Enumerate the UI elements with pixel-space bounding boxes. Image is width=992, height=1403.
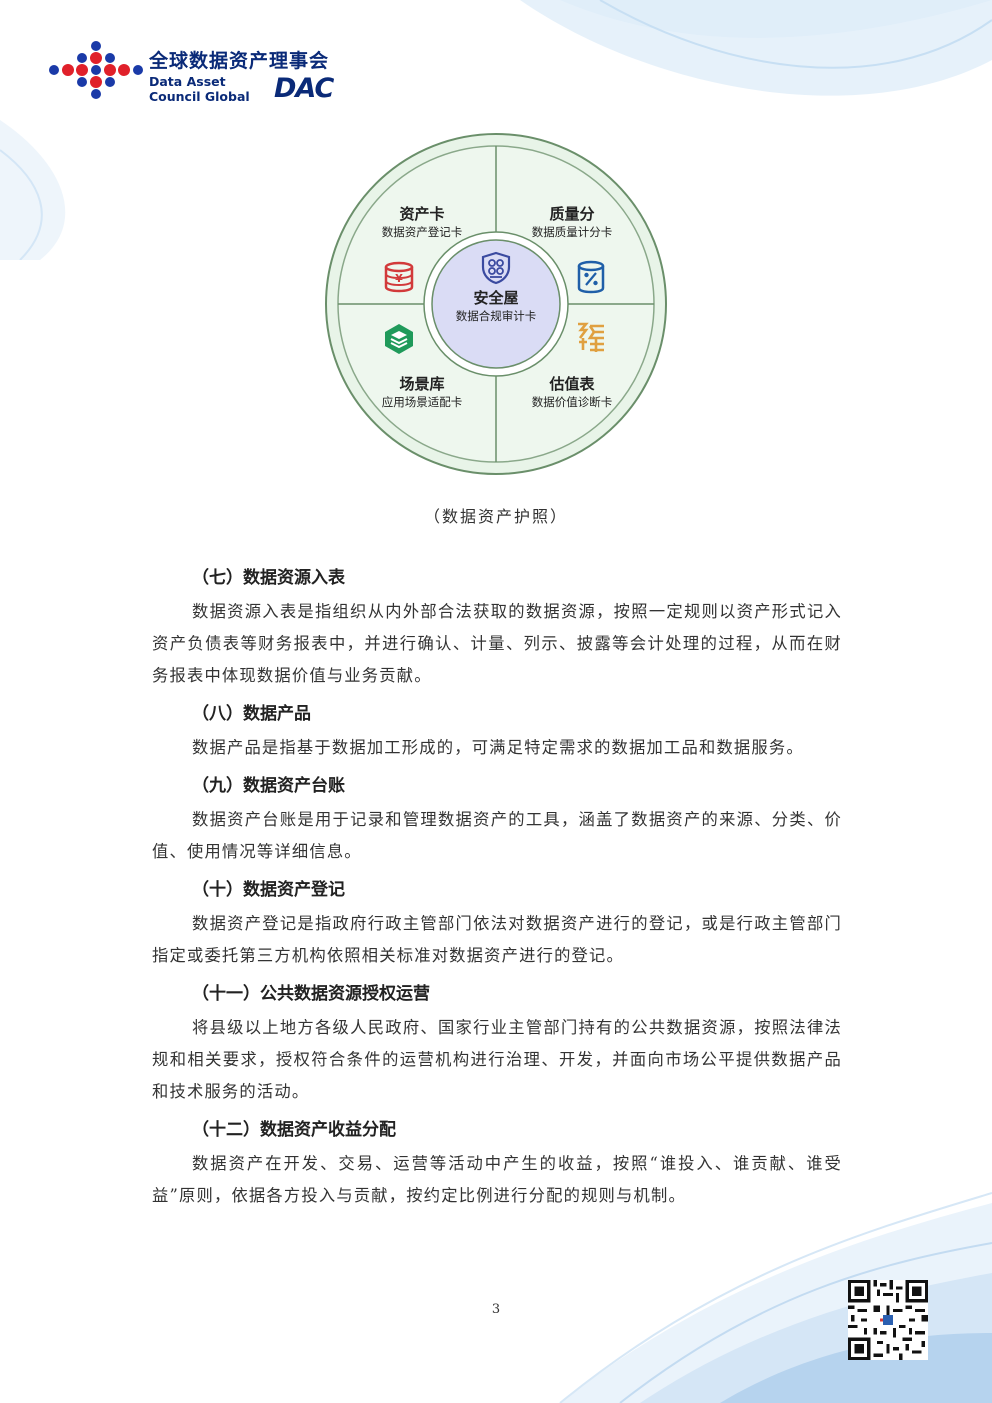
section-heading: （八）数据产品: [192, 704, 311, 724]
quadrant-title: 资产卡: [399, 205, 445, 223]
quadrant-valuation-table: 估值表 数据价值诊断卡: [512, 374, 632, 410]
section-10: （十）数据资产登记 数据资产登记是指政府行政主管部门依法对数据资产进行的登记，或…: [152, 872, 842, 972]
section-paragraph: 数据资产在开发、交易、运营等活动中产生的收益，按照“谁投入、谁贡献、谁受益”原则…: [152, 1154, 842, 1205]
quadrant-asset-card: 资产卡 数据资产登记卡: [362, 204, 482, 240]
quadrant-title: 质量分: [549, 205, 595, 223]
org-abbr: DAC: [274, 73, 334, 104]
section-8: （八）数据产品 数据产品是指基于数据加工形成的，可满足特定需求的数据加工品和数据…: [152, 696, 842, 764]
data-asset-passport-diagram: 资产卡 数据资产登记卡 质量分 数据质量计分卡 场景库 应用场景适配卡 估值表 …: [308, 132, 684, 494]
org-name-en: Data Asset Council Global: [149, 74, 250, 104]
page-number: 3: [491, 1302, 501, 1317]
header: 全球数据资产理事会 Data Asset Council Global DAC: [48, 40, 368, 110]
section-paragraph: 将县级以上地方各级人民政府、国家行业主管部门持有的公共数据资源，按照法律法规和相…: [152, 1018, 842, 1101]
section-9: （九）数据资产台账 数据资产台账是用于记录和管理数据资产的工具，涵盖了数据资产的…: [152, 768, 842, 868]
section-heading: （十一）公共数据资源授权运营: [192, 984, 430, 1004]
section-heading: （七）数据资源入表: [192, 568, 345, 588]
quadrant-subtitle: 应用场景适配卡: [381, 395, 463, 409]
center-security-house: 安全屋 数据合规审计卡: [436, 288, 556, 324]
section-11: （十一）公共数据资源授权运营 将县级以上地方各级人民政府、国家行业主管部门持有的…: [152, 976, 842, 1108]
svg-text:¥: ¥: [395, 272, 403, 285]
org-name-cn: 全球数据资产理事会: [149, 50, 330, 72]
section-heading: （十）数据资产登记: [192, 880, 345, 900]
layers-icon: [385, 324, 413, 354]
section-12: （十二）数据资产收益分配 数据资产在开发、交易、运营等活动中产生的收益，按照“谁…: [152, 1112, 842, 1212]
quadrant-subtitle: 数据价值诊断卡: [531, 395, 613, 409]
section-heading: （九）数据资产台账: [192, 776, 345, 796]
database-percent-icon: [577, 260, 605, 294]
quadrant-title: 场景库: [399, 375, 445, 393]
quadrant-quality-score: 质量分 数据质量计分卡: [512, 204, 632, 240]
document-body: （七）数据资源入表 数据资源入表是指组织从内外部合法获取的数据资源，按照一定规则…: [152, 560, 842, 1216]
quadrant-subtitle: 数据资产登记卡: [381, 225, 463, 239]
section-heading: （十二）数据资产收益分配: [192, 1120, 396, 1140]
section-paragraph: 数据资产台账是用于记录和管理数据资产的工具，涵盖了数据资产的来源、分类、价值、使…: [152, 810, 842, 861]
section-7: （七）数据资源入表 数据资源入表是指组织从内外部合法获取的数据资源，按照一定规则…: [152, 560, 842, 692]
dac-logo-icon: [49, 41, 143, 99]
center-title: 安全屋: [473, 289, 519, 307]
section-paragraph: 数据资产登记是指政府行政主管部门依法对数据资产进行的登记，或是行政主管部门指定或…: [152, 914, 842, 965]
section-paragraph: 数据资源入表是指组织从内外部合法获取的数据资源，按照一定规则以资产形式记入资产负…: [152, 602, 842, 685]
valuation-table-icon: [578, 322, 604, 352]
shield-icon: [481, 251, 511, 285]
center-subtitle: 数据合规审计卡: [455, 309, 537, 323]
quadrant-scenario-library: 场景库 应用场景适配卡: [362, 374, 482, 410]
quadrant-subtitle: 数据质量计分卡: [531, 225, 613, 239]
section-paragraph: 数据产品是指基于数据加工形成的，可满足特定需求的数据加工品和数据服务。: [192, 738, 804, 757]
coin-stack-icon: ¥: [384, 261, 414, 293]
passport-circle-graphic: [325, 133, 667, 475]
qr-code-icon: [848, 1280, 928, 1360]
figure-caption: （数据资产护照）: [423, 507, 568, 526]
quadrant-title: 估值表: [549, 375, 595, 393]
